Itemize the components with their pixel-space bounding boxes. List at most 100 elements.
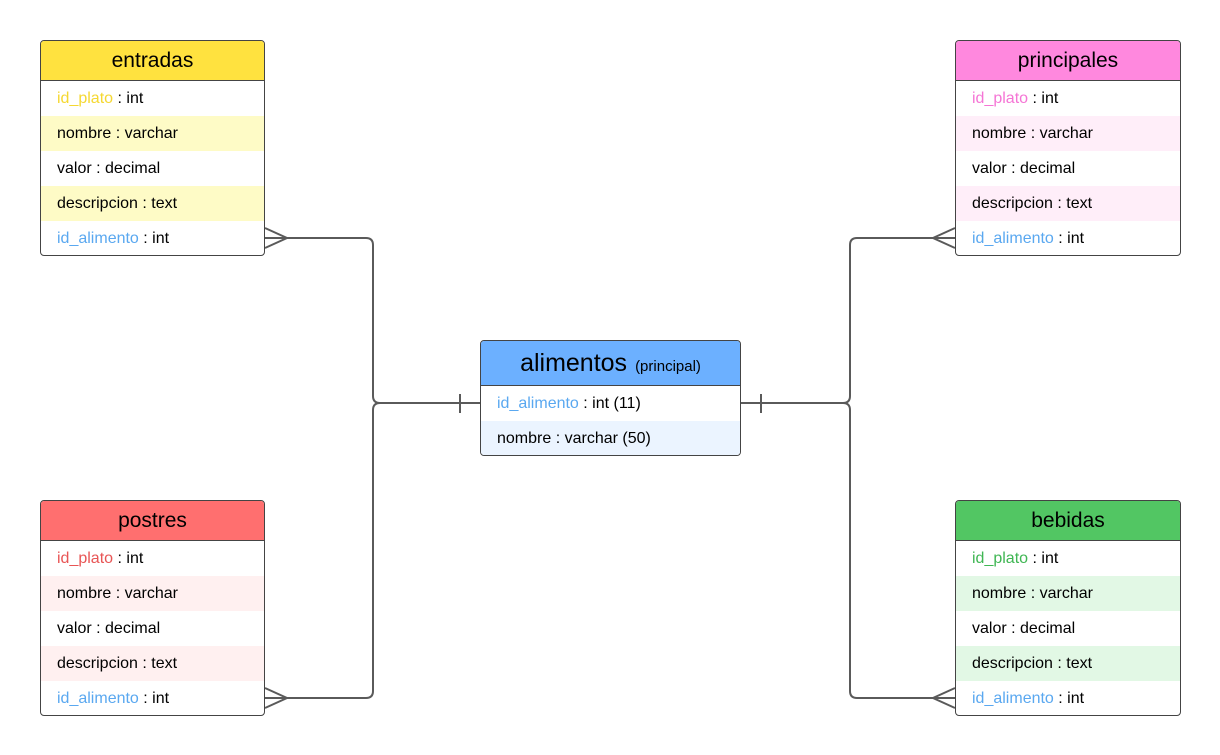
field-row-id-plato[interactable]: id_plato : int — [41, 541, 264, 576]
field-row-id-plato[interactable]: id_plato : int — [956, 81, 1180, 116]
field-type: varchar — [1039, 124, 1093, 142]
field-separator: : — [91, 619, 106, 637]
field-type: int — [126, 549, 144, 567]
field-row-descripcion[interactable]: descripcion : text — [41, 186, 264, 221]
field-row-id-alimento[interactable]: id_alimento : int — [956, 681, 1180, 715]
field-row-nombre[interactable]: nombre : varchar (50) — [481, 421, 740, 455]
field-name: valor — [57, 159, 92, 177]
field-name: id_alimento — [497, 394, 579, 412]
field-name: nombre — [57, 124, 112, 142]
field-type: decimal — [105, 619, 161, 637]
connector-postres-alimentos — [265, 402, 381, 699]
field-row-id-plato[interactable]: id_plato : int — [41, 81, 264, 116]
field-name: valor — [972, 619, 1007, 637]
field-type: varchar — [124, 584, 178, 602]
field-name: nombre — [57, 584, 112, 602]
field-row-id-alimento[interactable]: id_alimento : int — [41, 681, 264, 715]
field-separator: : — [111, 584, 125, 602]
field-row-nombre[interactable]: nombre : varchar — [41, 576, 264, 611]
field-name: id_alimento — [972, 689, 1054, 707]
field-separator: : — [1026, 124, 1040, 142]
entity-title: principales — [1017, 48, 1119, 72]
entity-title: alimentos — [520, 348, 628, 377]
entity-title: entradas — [111, 48, 194, 72]
field-separator: : — [578, 394, 593, 412]
field-name: id_plato — [57, 89, 114, 107]
field-type: int — [1041, 549, 1059, 567]
field-type: decimal — [1020, 619, 1076, 637]
connector-principales-alimentos — [740, 237, 955, 404]
field-row-nombre[interactable]: nombre : varchar — [956, 116, 1180, 151]
field-name: valor — [57, 619, 92, 637]
field-separator: : — [111, 124, 125, 142]
field-row-descripcion[interactable]: descripcion : text — [41, 646, 264, 681]
field-type: int — [1067, 689, 1085, 707]
connector-entradas-alimentos — [265, 237, 480, 404]
field-name: id_plato — [972, 89, 1029, 107]
field-row-id-plato[interactable]: id_plato : int — [956, 541, 1180, 576]
crowfoot-entradas — [264, 227, 290, 249]
entity-subtitle: (principal) — [635, 357, 701, 375]
entity-header: principales — [956, 41, 1180, 81]
field-type: decimal — [1020, 159, 1076, 177]
field-separator: : — [138, 229, 153, 247]
field-row-descripcion[interactable]: descripcion : text — [956, 186, 1180, 221]
field-row-nombre[interactable]: nombre : varchar — [956, 576, 1180, 611]
field-name: descripcion — [972, 194, 1053, 212]
field-separator: : — [137, 654, 152, 672]
entity-header: entradas — [41, 41, 264, 81]
field-separator: : — [551, 429, 565, 447]
field-row-id-alimento[interactable]: id_alimento : int — [41, 221, 264, 255]
field-type: int — [152, 689, 170, 707]
entity-header: alimentos (principal) — [481, 341, 740, 386]
field-name: descripcion — [57, 654, 138, 672]
field-separator: : — [1052, 654, 1067, 672]
field-separator: : — [1053, 229, 1068, 247]
field-row-nombre[interactable]: nombre : varchar — [41, 116, 264, 151]
crowfoot-bebidas — [930, 687, 956, 709]
crowfoot-postres — [264, 687, 290, 709]
field-type: varchar — [124, 124, 178, 142]
field-name: valor — [972, 159, 1007, 177]
field-type: varchar (50) — [564, 429, 651, 447]
field-name: id_alimento — [972, 229, 1054, 247]
field-separator: : — [1028, 89, 1042, 107]
field-separator: : — [113, 89, 127, 107]
field-type: text — [1066, 654, 1093, 672]
field-separator: : — [137, 194, 152, 212]
field-type: varchar — [1039, 584, 1093, 602]
field-row-valor[interactable]: valor : decimal — [41, 611, 264, 646]
field-name: nombre — [972, 124, 1027, 142]
field-type: decimal — [105, 159, 161, 177]
field-type: int — [152, 229, 170, 247]
field-row-valor[interactable]: valor : decimal — [956, 151, 1180, 186]
field-row-descripcion[interactable]: descripcion : text — [956, 646, 1180, 681]
field-type: int — [126, 89, 144, 107]
field-name: id_alimento — [57, 229, 139, 247]
entity-title: bebidas — [1031, 508, 1105, 532]
field-type: text — [151, 654, 178, 672]
field-name: descripcion — [57, 194, 138, 212]
field-separator: : — [138, 689, 153, 707]
field-type: int — [1041, 89, 1059, 107]
field-separator: : — [1028, 549, 1042, 567]
field-row-valor[interactable]: valor : decimal — [41, 151, 264, 186]
entity-alimentos[interactable]: alimentos (principal) id_alimento : int … — [480, 340, 741, 456]
crowfoot-principales — [930, 227, 956, 249]
field-name: nombre — [497, 429, 552, 447]
field-separator: : — [1052, 194, 1067, 212]
field-type: int — [1067, 229, 1085, 247]
field-name: id_plato — [57, 549, 114, 567]
entity-title: postres — [118, 508, 187, 532]
field-row-id-alimento[interactable]: id_alimento : int (11) — [481, 386, 740, 421]
field-separator: : — [1053, 689, 1068, 707]
field-row-valor[interactable]: valor : decimal — [956, 611, 1180, 646]
field-type: text — [151, 194, 178, 212]
field-row-id-alimento[interactable]: id_alimento : int — [956, 221, 1180, 255]
field-separator: : — [1026, 584, 1040, 602]
